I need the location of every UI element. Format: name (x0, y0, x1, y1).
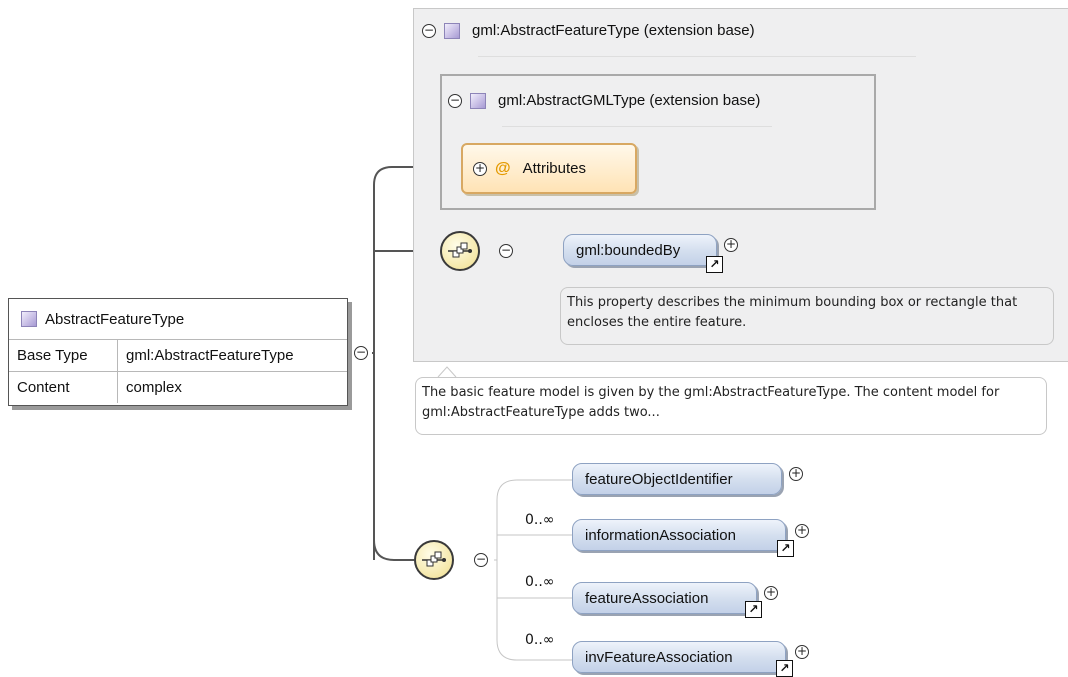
expand-attributes-toggle[interactable]: + (473, 160, 487, 176)
extension-inner-divider (502, 126, 772, 127)
collapse-type-toggle[interactable]: − (354, 345, 368, 360)
element-label: invFeatureAssociation (585, 648, 733, 666)
type-name: AbstractFeatureType (45, 310, 185, 328)
property-key: Content (9, 371, 118, 403)
reference-arrow-icon: ↗ (745, 601, 762, 618)
occurrence-label: 0..∞ (525, 632, 555, 648)
occurrence-label: 0..∞ (525, 512, 555, 528)
element-label: gml:boundedBy (576, 241, 681, 259)
sequence-glyph-icon (422, 551, 446, 567)
expand-element-toggle[interactable]: + (795, 523, 809, 538)
collapse-extension-inner-toggle[interactable]: − (448, 92, 462, 108)
attributes-node[interactable]: + @ Attributes (461, 143, 637, 194)
element-label: featureObjectIdentifier (585, 470, 733, 488)
element-label: informationAssociation (585, 526, 736, 544)
collapse-extension-outer-toggle[interactable]: − (422, 22, 436, 38)
attributes-label: Attributes (522, 160, 586, 177)
extension-outer-title: gml:AbstractFeatureType (extension base) (472, 22, 755, 39)
expand-element-toggle[interactable]: + (789, 466, 803, 481)
occurrence-label: 0..∞ (525, 574, 555, 590)
collapse-compositor-toggle[interactable]: − (499, 243, 513, 258)
extension-inner-header: − gml:AbstractGMLType (extension base) (448, 92, 760, 109)
reference-arrow-icon: ↗ (776, 660, 793, 677)
property-key: Base Type (9, 340, 118, 372)
extension-outer-header: − gml:AbstractFeatureType (extension bas… (422, 22, 755, 39)
sequence-compositor-icon[interactable] (440, 231, 480, 271)
element-label: featureAssociation (585, 589, 709, 607)
sequence-compositor-icon[interactable] (414, 540, 454, 580)
expand-bounded-by-toggle[interactable]: + (724, 237, 738, 252)
expand-element-toggle[interactable]: + (764, 585, 778, 600)
element-inv-feature-association[interactable]: invFeatureAssociation (572, 641, 786, 673)
element-information-association[interactable]: informationAssociation (572, 519, 786, 551)
property-value: gml:AbstractFeatureType (126, 347, 294, 364)
complex-type-icon (21, 311, 37, 327)
type-box[interactable]: AbstractFeatureType Base Type gml:Abstra… (8, 298, 348, 406)
element-feature-object-identifier[interactable]: featureObjectIdentifier (572, 463, 782, 495)
reference-arrow-icon: ↗ (706, 256, 723, 273)
complex-type-icon (470, 92, 486, 109)
type-properties-table: Base Type gml:AbstractFeatureType Conten… (9, 340, 347, 403)
element-bounded-by[interactable]: gml:boundedBy (563, 234, 717, 266)
bounded-by-annotation: This property describes the minimum boun… (560, 287, 1054, 345)
type-box-header: AbstractFeatureType (9, 299, 347, 340)
reference-arrow-icon: ↗ (777, 540, 794, 557)
property-value: complex (117, 371, 347, 403)
element-feature-association[interactable]: featureAssociation (572, 582, 757, 614)
expand-element-toggle[interactable]: + (795, 644, 809, 659)
table-row: Content complex (9, 371, 347, 403)
extension-inner-title: gml:AbstractGMLType (extension base) (498, 92, 761, 109)
attribute-at-icon: @ (495, 159, 511, 177)
collapse-compositor-toggle[interactable]: − (474, 552, 488, 567)
sequence-glyph-icon (448, 242, 472, 258)
type-annotation: The basic feature model is given by the … (415, 377, 1047, 435)
extension-outer-divider (478, 56, 916, 57)
complex-type-icon (444, 22, 460, 39)
table-row: Base Type gml:AbstractFeatureType (9, 340, 347, 372)
